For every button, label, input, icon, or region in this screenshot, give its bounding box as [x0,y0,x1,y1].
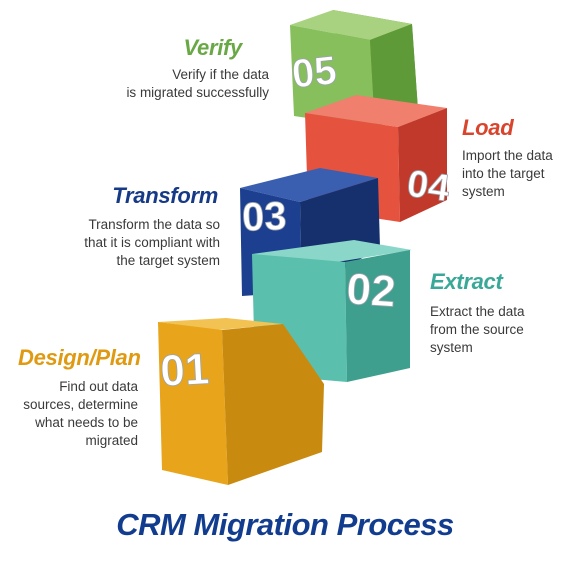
step-04-description-line: system [462,184,505,199]
cube-01: 01 [158,318,324,485]
page-title: CRM Migration Process [116,507,454,542]
step-02-description-line: Extract the data [430,304,525,319]
cube-01-number: 01 [159,345,210,396]
step-02-description-line: system [430,340,473,355]
step-04-description-line: into the target [462,166,545,181]
cube-01-top [158,318,283,330]
step-04-description: Import the data into the target system [462,147,553,201]
step-01-description: Find out data sources, determine what ne… [23,378,138,450]
cube-05-number: 05 [290,48,339,96]
step-05-description: Verify if the data is migrated successfu… [126,66,269,102]
cube-05-top [290,10,412,40]
step-03-description-line: that it is compliant with [84,235,220,250]
step-02-title: Extract [430,269,503,294]
cube-03-top [240,168,378,202]
cube-02-number: 02 [345,264,397,316]
step-03-description-line: Transform the data so [88,217,220,232]
cube-04-top [305,95,447,127]
step-01-description-line: migrated [85,433,138,448]
step-05-description-line: Verify if the data [172,67,269,82]
cube-02-right [345,250,410,382]
step-01-description-line: sources, determine [23,397,138,412]
cube-01-front [158,322,228,485]
step-05-description-line: is migrated successfully [126,85,269,100]
step-05-title: Verify [183,35,242,60]
step-03-description: Transform the data so that it is complia… [84,216,220,270]
step-03-description-line: the target system [116,253,220,268]
step-01-title: Design/Plan [18,345,141,370]
cube-04-right [398,108,447,222]
step-01-description-line: Find out data [59,379,138,394]
cube-03-number: 03 [241,194,287,240]
cube-01-right [222,324,324,485]
step-01-description-line: what needs to be [35,415,138,430]
step-02-description: Extract the data from the source system [430,303,525,357]
step-02-description-line: from the source [430,322,524,337]
step-04-title: Load [462,115,514,140]
step-03-title: Transform [112,183,218,208]
cube-04-number: 04 [404,163,452,210]
step-04-description-line: Import the data [462,148,553,163]
